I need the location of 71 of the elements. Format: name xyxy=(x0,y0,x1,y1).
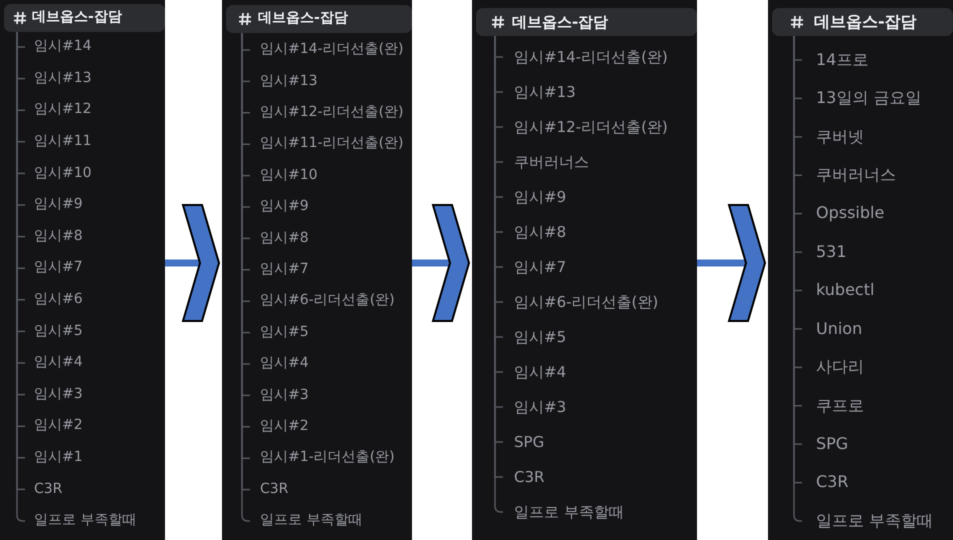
thread-item: 쿠버러너스 xyxy=(802,164,896,186)
thread-item: 일프로 부족할때 xyxy=(250,511,362,531)
thread-item: 사다리 xyxy=(802,356,864,379)
thread-item: 임시#9 xyxy=(25,195,83,215)
thread-item: 쿠버넷 xyxy=(802,126,864,148)
thread-item: 임시#8 xyxy=(503,222,566,242)
thread-item: 임시#14-리더선출(완) xyxy=(250,40,404,60)
thread-item: 임시#7 xyxy=(25,258,83,278)
thread-item: 임시#3 xyxy=(25,384,83,404)
thread-item: 임시#6 xyxy=(25,290,83,310)
thread-item: 임시#5 xyxy=(250,322,309,342)
thread-item: 임시#6-리더선출(완) xyxy=(250,291,395,311)
thread-item: 임시#13 xyxy=(250,72,318,92)
channel-list-panel xyxy=(472,0,697,540)
thread-item: 임시#11 xyxy=(25,132,92,152)
channel-list-panel xyxy=(222,0,412,540)
thread-item: 임시#6-리더선출(완) xyxy=(503,292,658,312)
thread-item: 일프로 부족할때 xyxy=(503,502,624,522)
thread-item: 임시#11-리더선출(완) xyxy=(250,134,404,154)
thread-item: SPG xyxy=(802,432,848,456)
thread-item: 임시#8 xyxy=(250,228,309,248)
thread-item: 임시#2 xyxy=(250,417,309,437)
thread-item: 일프로 부족할때 xyxy=(25,511,136,531)
thread-item: 임시#1-리더선출(완) xyxy=(250,448,395,468)
thread-item: 임시#14 xyxy=(25,37,92,57)
thread-item: 임시#14-리더선출(완) xyxy=(503,46,668,68)
thread-item: 쿠버러너스 xyxy=(503,152,589,172)
thread-item: 임시#12 xyxy=(25,100,92,120)
thread-item: 531 xyxy=(802,240,847,264)
thread-item: 임시#12-리더선출(완) xyxy=(250,103,404,123)
thread-item: 쿠프로 xyxy=(802,394,864,417)
channel-list-panel xyxy=(768,0,953,540)
thread-item: Union xyxy=(802,318,862,340)
thread-item: 임시#2 xyxy=(25,416,83,436)
thread-item: SPG xyxy=(503,432,544,452)
thread-item: Opssible xyxy=(802,202,884,225)
thread-item: 임시#7 xyxy=(503,256,566,278)
channel-name: 데브옵스-잡담 xyxy=(258,9,348,28)
thread-item: C3R xyxy=(25,480,62,500)
thread-item: 임시#8 xyxy=(25,226,83,246)
thread-item: 임시#9 xyxy=(503,186,566,208)
channel-header xyxy=(4,4,165,32)
thread-item: C3R xyxy=(250,480,288,500)
thread-item: 임시#10 xyxy=(250,166,318,186)
thread-item: 임시#4 xyxy=(250,354,309,374)
thread-item: 임시#3 xyxy=(250,386,309,406)
thread-item: 임시#12-리더선출(완) xyxy=(503,116,668,138)
channel-name: 데브옵스-잡담 xyxy=(512,12,608,32)
thread-item: 임시#4 xyxy=(503,362,566,382)
thread-item: 임시#1 xyxy=(25,448,83,468)
channel-name: 데브옵스-잡담 xyxy=(814,10,917,33)
channel-list-panel xyxy=(0,0,165,540)
thread-item: 일프로 부족할때 xyxy=(802,510,934,532)
channel-header xyxy=(476,8,697,36)
thread-item: 임시#7 xyxy=(250,260,309,280)
thread-item: kubectl xyxy=(802,279,874,302)
thread-item: 임시#4 xyxy=(25,353,83,373)
thread-item: 14프로 xyxy=(802,48,868,72)
thread-item: 임시#9 xyxy=(250,197,309,217)
thread-item: C3R xyxy=(503,466,544,488)
thread-item: 임시#5 xyxy=(25,322,83,342)
thread-item: C3R xyxy=(802,471,848,494)
thread-item: 임시#13 xyxy=(25,68,92,88)
thread-item: 임시#5 xyxy=(503,326,566,348)
thread-item: 임시#3 xyxy=(503,396,566,418)
thread-item: 임시#10 xyxy=(25,164,92,184)
thread-item: 임시#13 xyxy=(503,82,576,102)
channel-header xyxy=(226,5,412,33)
channel-name: 데브옵스-잡담 xyxy=(32,8,122,28)
thread-item: 13일의 금요일 xyxy=(802,87,922,110)
channel-header xyxy=(772,8,953,36)
